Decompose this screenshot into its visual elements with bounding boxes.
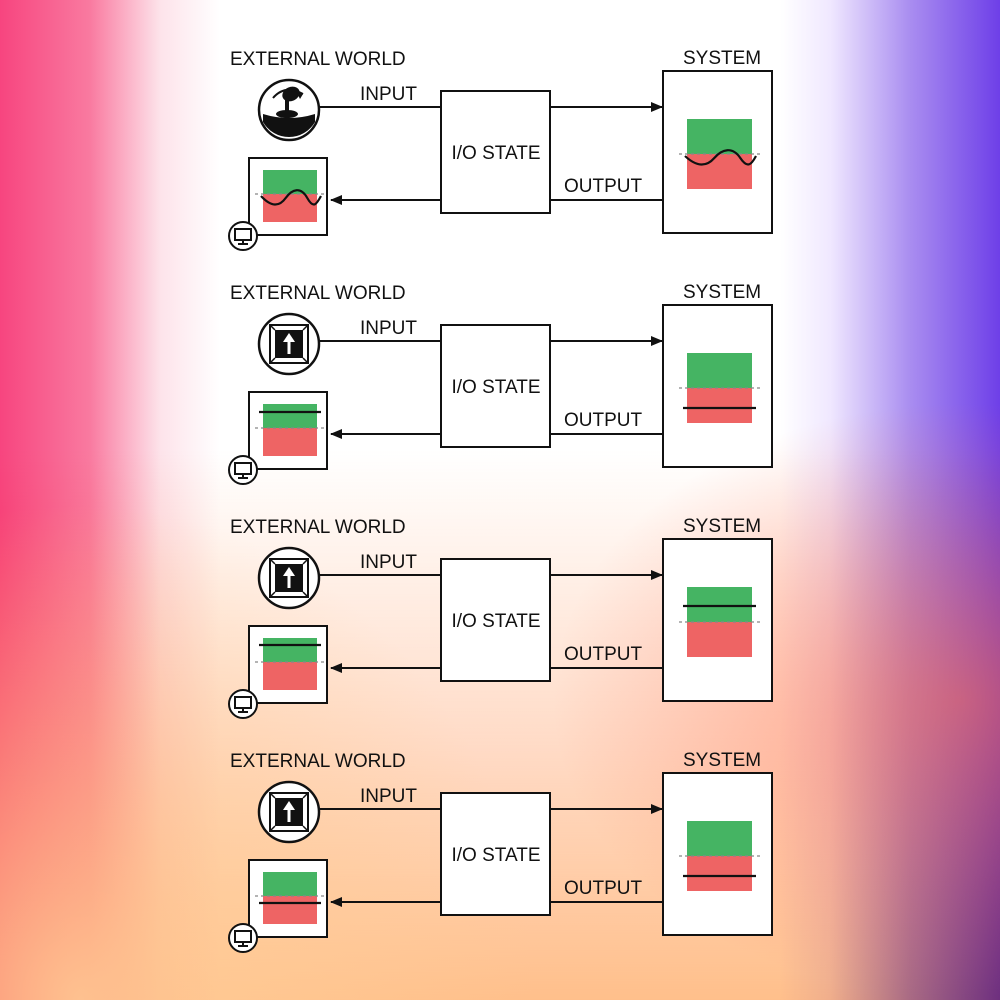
monitor-screen (234, 228, 252, 241)
system-gauge-green-zone (687, 119, 752, 154)
output-label: OUTPUT (564, 410, 643, 431)
arrow-key-bevel (269, 357, 276, 364)
display-gauge-red-zone (263, 662, 317, 690)
display-gauge-green-zone (263, 170, 317, 194)
diagram-row: EXTERNAL WORLD SYSTEM INPUT OUTPUT I/O STATE (228, 750, 773, 953)
joystick-rotation-arrow (272, 88, 304, 99)
arrow-key-bevel (269, 324, 276, 331)
system-gauge-red-zone (687, 622, 752, 657)
arrow-key-bevel (269, 591, 276, 598)
display-gauge-red-zone (263, 896, 317, 924)
arrow-key-bevel (269, 558, 276, 565)
display-gauge-green-zone (263, 872, 317, 896)
arrow-key-bevel (302, 357, 309, 364)
diagram-row: EXTERNAL WORLD SYSTEM INPUT OUTPUT I/O STATE (228, 282, 773, 485)
arrow-key-up-head (283, 333, 295, 342)
io-state-label: I/O STATE (451, 143, 540, 164)
arrow-key-bevel (302, 792, 309, 799)
io-state-box (440, 324, 551, 448)
io-state-box (440, 90, 551, 214)
arrow-key-bevel (302, 825, 309, 832)
input-label: INPUT (360, 786, 417, 807)
system-label: SYSTEM (683, 750, 761, 771)
system-gauge-signal-wave (684, 149, 757, 166)
display-gauge-green-zone (263, 404, 317, 428)
diagram-row: EXTERNAL WORLD SYSTEM INPUT OUTPUT I/O STATE (228, 516, 773, 719)
display-gauge-signal-wave (260, 189, 322, 206)
display-gauge-red-zone (263, 194, 317, 222)
input-label: INPUT (360, 84, 417, 105)
joystick-base (263, 114, 315, 138)
diagram-row: EXTERNAL WORLD SYSTEM INPUT OUTPUT I/O STATE (228, 48, 773, 251)
arrow-key-bevel (302, 324, 309, 331)
arrow-key-up-head (283, 567, 295, 576)
system-label: SYSTEM (683, 48, 761, 69)
input-label: INPUT (360, 552, 417, 573)
monitor-screen (234, 930, 252, 943)
io-state-box (440, 558, 551, 682)
arrow-key-bevel (302, 558, 309, 565)
system-label: SYSTEM (683, 516, 761, 537)
joystick-rotation-arrowhead (297, 93, 303, 99)
arrow-key-up-head (283, 801, 295, 810)
external-world-label: EXTERNAL WORLD (230, 517, 406, 538)
system-gauge-red-zone (687, 856, 752, 891)
arrow-key-bevel (302, 591, 309, 598)
external-world-label: EXTERNAL WORLD (230, 283, 406, 304)
arrow-key-bevel (269, 825, 276, 832)
monitor-screen (234, 462, 252, 475)
io-state-label: I/O STATE (451, 611, 540, 632)
io-state-box (440, 792, 551, 916)
system-label: SYSTEM (683, 282, 761, 303)
output-label: OUTPUT (564, 644, 643, 665)
monitor-screen (234, 696, 252, 709)
display-gauge-red-zone (263, 428, 317, 456)
input-label: INPUT (360, 318, 417, 339)
output-label: OUTPUT (564, 878, 643, 899)
system-gauge-green-zone (687, 353, 752, 388)
system-gauge-green-zone (687, 587, 752, 622)
joystick-collar (276, 110, 298, 118)
io-state-label: I/O STATE (451, 377, 540, 398)
arrow-key-bevel (269, 792, 276, 799)
display-gauge-green-zone (263, 638, 317, 662)
io-state-label: I/O STATE (451, 845, 540, 866)
external-world-label: EXTERNAL WORLD (230, 49, 406, 70)
output-label: OUTPUT (564, 176, 643, 197)
system-gauge-red-zone (687, 388, 752, 423)
system-gauge-green-zone (687, 821, 752, 856)
external-world-label: EXTERNAL WORLD (230, 751, 406, 772)
